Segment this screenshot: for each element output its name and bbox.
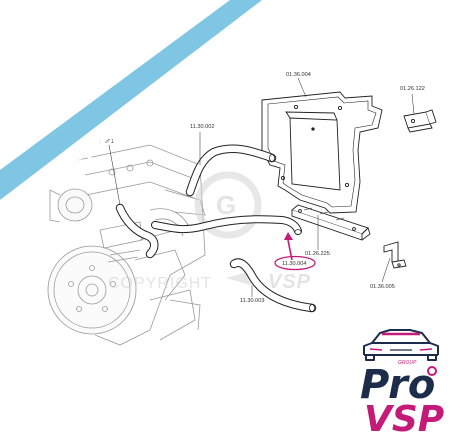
label-heat-shield: 01.26.225 bbox=[305, 251, 330, 257]
watermark-letter: G bbox=[216, 190, 237, 220]
part-labels: J.001 11.30.002 01.36.004 01.26.122 01.2… bbox=[100, 72, 425, 304]
engine-hose-body bbox=[116, 204, 158, 258]
label-lower-hose: 11.30.003 bbox=[240, 298, 264, 304]
engine-illustration bbox=[47, 144, 206, 346]
provsp-logo: GROUP Pro VSP bbox=[360, 329, 444, 440]
label-lower-bracket: 01.36.005 bbox=[370, 284, 395, 290]
top-bracket bbox=[403, 109, 437, 133]
website-banner: pro-piece-vsp.com bbox=[0, 0, 262, 200]
label-top-bracket: 01.26.122 bbox=[400, 86, 425, 92]
watermark-text-before: COPYRIGHT bbox=[108, 275, 212, 292]
watermark-text-after: VSP bbox=[268, 271, 311, 293]
upper-hose-body bbox=[186, 145, 276, 196]
heat-shield bbox=[291, 204, 371, 241]
copyright-watermark: G COPYRIGHT VSP bbox=[108, 171, 311, 293]
logo-pink-dot-icon bbox=[427, 366, 437, 376]
highlight-ring bbox=[274, 255, 316, 271]
label-highlighted-hose: 11.30.004 bbox=[282, 261, 306, 267]
label-insulation-panel: 01.36.004 bbox=[286, 72, 311, 78]
highlight-arrow bbox=[274, 232, 316, 271]
lower-bracket bbox=[383, 241, 407, 269]
logo-vsp: VSP bbox=[364, 399, 444, 440]
leader-lines bbox=[108, 77, 415, 297]
label-upper-hose: 11.30.002 bbox=[190, 124, 214, 130]
highlighted-hose-body bbox=[152, 216, 301, 234]
car-silhouette-icon bbox=[363, 329, 439, 361]
logo-group: GROUP bbox=[398, 360, 417, 366]
logo-pro: Pro bbox=[360, 362, 435, 408]
hose-group bbox=[115, 144, 317, 313]
lower-hose-body bbox=[230, 259, 316, 312]
label-engine-hose: J.001 bbox=[100, 139, 114, 145]
insulation-panel bbox=[261, 91, 383, 214]
